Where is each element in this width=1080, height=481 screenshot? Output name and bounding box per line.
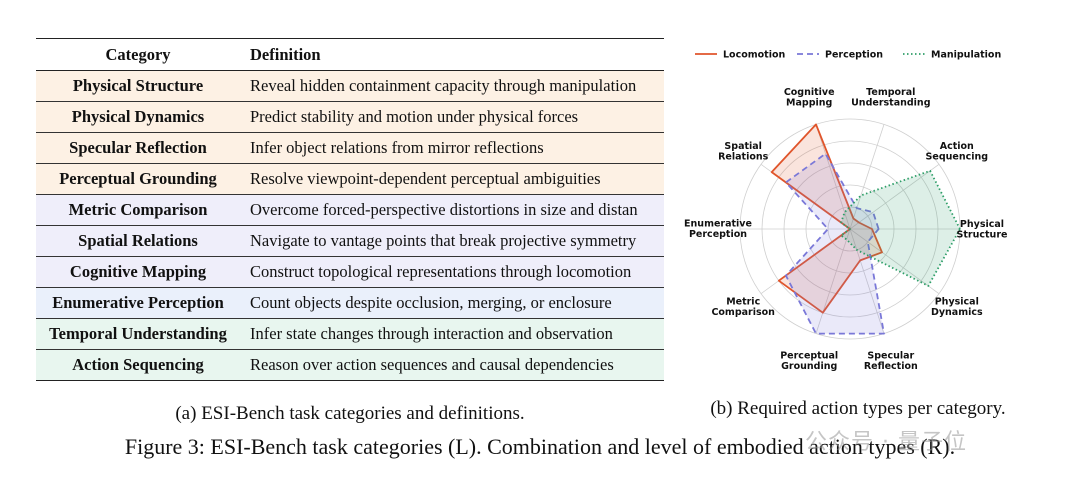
radar-spoke (815, 228, 851, 334)
table-header-row: Category Definition (36, 38, 664, 71)
category-cell: Action Sequencing (36, 349, 240, 381)
legend-label-perception: Perception (825, 50, 883, 61)
category-cell: Physical Dynamics (36, 101, 240, 133)
radar-axis-label-line: Temporal (866, 87, 915, 98)
category-cell: Temporal Understanding (36, 318, 240, 350)
radar-axis-label-line: Understanding (851, 98, 930, 109)
radar-axis-label-line: Mapping (786, 98, 832, 109)
watermark: 公众号 · 量子位 (805, 430, 967, 455)
radar-series-perception (785, 152, 885, 335)
legend-label-locomotion: Locomotion (723, 50, 785, 61)
radar-spoke (849, 228, 940, 294)
radar-axis-label-line: Metric (726, 296, 760, 307)
category-cell: Physical Structure (36, 70, 240, 102)
radar-axis-label-line: Sequencing (926, 152, 989, 163)
radar-axis-label-line: Perception (689, 229, 747, 240)
definition-cell: Predict stability and motion under physi… (240, 101, 664, 133)
radar-spoke (849, 164, 940, 230)
definition-cell: Infer state changes through interaction … (240, 318, 664, 350)
radar-axis-label-line: Dynamics (931, 307, 983, 318)
definition-cell: Construct topological representations th… (240, 256, 664, 288)
category-cell: Spatial Relations (36, 225, 240, 257)
radar-axis-label-line: Comparison (711, 307, 775, 318)
definition-cell: Navigate to vantage points that break pr… (240, 225, 664, 257)
radar-spoke (815, 124, 851, 230)
radar-axis-label-line: Reflection (864, 361, 918, 372)
radar-axis-label-line: Specular (867, 350, 914, 361)
radar-axis-label-line: Grounding (781, 361, 837, 372)
radar-spoke (849, 124, 885, 230)
radar-axis-label-line: Physical (960, 219, 1004, 230)
radar-axis-label-line: Perceptual (780, 350, 838, 361)
definition-cell: Reveal hidden containment capacity throu… (240, 70, 664, 102)
definition-cell: Infer object relations from mirror refle… (240, 132, 664, 164)
radar-series-manipulation (840, 169, 961, 287)
radar-axis-label-line: Relations (718, 152, 769, 163)
category-cell: Perceptual Grounding (36, 163, 240, 195)
category-cell: Specular Reflection (36, 132, 240, 164)
legend-label-manipulation: Manipulation (931, 50, 1001, 61)
definition-cell: Resolve viewpoint-dependent perceptual a… (240, 163, 664, 195)
category-cell: Enumerative Perception (36, 287, 240, 319)
definition-cell: Reason over action sequences and causal … (240, 349, 664, 381)
radar-axis-label-line: Enumerative (684, 219, 752, 230)
definition-cell: Overcome forced-perspective distortions … (240, 194, 664, 226)
radar-axis-label-line: Structure (957, 229, 1008, 240)
subcaption-right: (b) Required action types per category. (710, 398, 1006, 419)
subcaption-left: (a) ESI-Bench task categories and defini… (175, 403, 525, 424)
header-definition: Definition (240, 38, 664, 71)
category-cell: Cognitive Mapping (36, 256, 240, 288)
radar-axis-label-line: Physical (935, 296, 979, 307)
radar-axis-label-line: Spatial (724, 141, 762, 152)
header-category: Category (36, 38, 240, 71)
definition-cell: Count objects despite occlusion, merging… (240, 287, 664, 319)
category-cell: Metric Comparison (36, 194, 240, 226)
figure-caption: Figure 3: ESI-Bench task categories (L).… (124, 434, 956, 459)
radar-axis-label-line: Cognitive (784, 87, 835, 98)
radar-axis-label-line: Action (940, 141, 974, 152)
radar-spoke (849, 228, 885, 334)
